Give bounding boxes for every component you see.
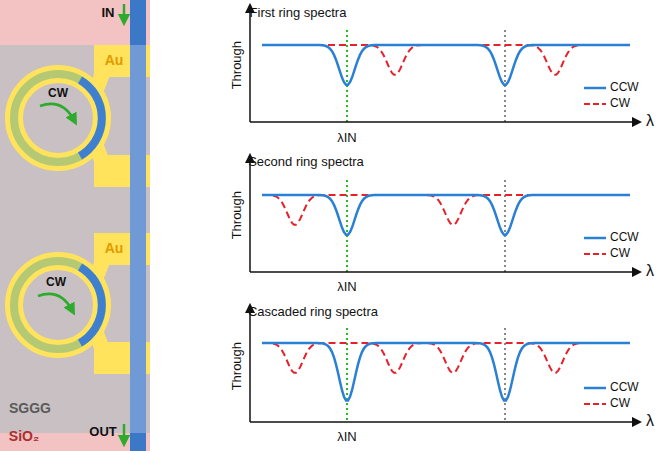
legend-text: CCW (610, 81, 639, 94)
cw-arrow (38, 294, 72, 310)
optical-ring (14, 74, 102, 162)
axis-label: λ (646, 262, 654, 280)
legend-text: CCW (610, 381, 639, 394)
direction-label: CW (48, 87, 68, 100)
ccw-spectrum (262, 195, 630, 235)
legend-sample (584, 387, 606, 390)
legend-sample (584, 253, 606, 255)
flow-label: IN (102, 6, 115, 20)
legend-sample (584, 103, 606, 105)
layer-label: SiO₂ (9, 429, 39, 444)
legend-text: CW (610, 247, 630, 260)
input-arrow (123, 4, 126, 20)
spectrum-panel (250, 305, 640, 422)
cw-spectrum (262, 195, 630, 225)
cw-arrow (40, 104, 74, 120)
legend-text: CCW (610, 231, 639, 244)
x-axis (250, 421, 640, 423)
axis-label: λ (646, 112, 654, 130)
au-heater-ring (14, 261, 102, 349)
ccw-spectrum (262, 45, 630, 85)
bus-waveguide (130, 0, 146, 451)
layer-label: SGGG (9, 401, 51, 416)
x-axis (250, 121, 640, 123)
resonance-marker (504, 180, 506, 272)
au-heater-ring (14, 74, 102, 162)
input-wavelength-marker (346, 180, 348, 272)
direction-label: CW (46, 276, 66, 289)
ccw-spectrum (262, 343, 630, 401)
optical-ring (14, 261, 102, 349)
plot-title: Second ring spectra (248, 155, 364, 169)
cw-spectrum (262, 45, 630, 75)
flow-label: OUT (89, 425, 116, 439)
axis-label: Through (230, 191, 244, 239)
y-axis (249, 5, 251, 122)
magneto-optic-section (80, 267, 102, 343)
x-axis (250, 271, 640, 273)
input-wavelength-marker (346, 30, 348, 122)
legend-text: CW (610, 397, 630, 410)
axis-label: Through (230, 41, 244, 89)
legend-text: CW (610, 97, 630, 110)
cw-spectrum (262, 343, 630, 373)
y-axis (249, 305, 251, 422)
magneto-optic-section (80, 80, 102, 156)
plot-title: First ring spectra (250, 6, 347, 20)
sggg-layer (0, 45, 150, 433)
axis-label: Through (230, 342, 244, 390)
bus-waveguide-bonded (130, 45, 146, 433)
axis-label: λ (646, 412, 654, 430)
tick-label: λIN (337, 131, 357, 145)
tick-label: λIN (337, 430, 357, 444)
material-label: Au (105, 53, 124, 68)
legend-sample (584, 237, 606, 240)
output-arrow (123, 424, 126, 441)
spectrum-panel (250, 155, 640, 272)
legend-sample (584, 87, 606, 90)
y-axis (249, 155, 251, 272)
material-label: Au (105, 241, 124, 256)
spectrum-panel (250, 5, 640, 122)
sio2-substrate (0, 0, 150, 451)
resonance-marker (504, 30, 506, 122)
plot-title: Cascaded ring spectra (248, 305, 378, 319)
legend-sample (584, 403, 606, 405)
tick-label: λIN (337, 280, 357, 294)
